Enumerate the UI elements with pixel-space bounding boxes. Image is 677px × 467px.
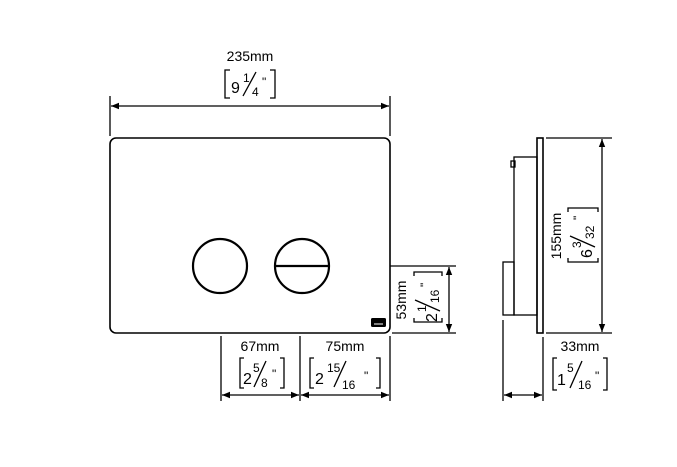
height-inch-den: 32 xyxy=(583,225,597,239)
width-inch-whole: 9 xyxy=(231,80,240,97)
dimension-depth: 33mm 1 5 16 " xyxy=(502,320,608,401)
height-inch-mark: " xyxy=(571,216,585,220)
depth-mm-label: 33mm xyxy=(561,338,600,354)
front-plate xyxy=(109,137,391,334)
width-inch-mark: " xyxy=(262,75,266,89)
dimension-button-height: 53mm 2 1 16 " xyxy=(390,265,456,334)
dimension-button-right: 75mm 2 15 16 " xyxy=(301,338,389,399)
width-inch-num: 1 xyxy=(243,71,250,85)
button-height-mm-label: 53mm xyxy=(393,281,409,320)
height-inch-num: 3 xyxy=(570,241,584,248)
button-height-inch-whole: 2 xyxy=(424,313,441,322)
depth-inch-mark: " xyxy=(595,369,599,383)
button-right-inch-num: 15 xyxy=(327,361,341,375)
width-mm-label: 235mm xyxy=(227,48,274,64)
button-height-inch-num: 1 xyxy=(415,305,429,312)
dimension-width: 235mm 9 1 4 " xyxy=(109,48,391,136)
button-left-inch-whole: 2 xyxy=(243,371,252,388)
side-view xyxy=(502,137,544,334)
button-height-inch-den: 16 xyxy=(428,289,442,303)
button-right-inch-whole: 2 xyxy=(315,371,324,388)
button-left-inch-mark: " xyxy=(272,367,276,381)
button-left-inch-num: 5 xyxy=(253,361,260,375)
button-left-mm-label: 67mm xyxy=(241,338,280,354)
half-flush-button xyxy=(191,237,249,295)
button-left-inch-den: 8 xyxy=(261,376,268,390)
dimension-height: 155mm 6 3 32 " xyxy=(546,137,612,334)
button-right-inch-den: 16 xyxy=(342,378,356,392)
width-inch-den: 4 xyxy=(252,85,259,99)
height-inch-whole: 6 xyxy=(579,249,596,258)
button-height-inch-mark: " xyxy=(418,283,432,287)
dimension-button-left: 67mm 2 5 8 " xyxy=(220,336,391,401)
sensor-indicator xyxy=(371,318,386,327)
full-flush-button xyxy=(273,237,331,295)
button-right-inch-mark: " xyxy=(364,369,368,383)
button-right-mm-label: 75mm xyxy=(326,338,365,354)
depth-inch-num: 5 xyxy=(567,361,574,375)
height-mm-label: 155mm xyxy=(548,213,564,260)
depth-inch-den: 16 xyxy=(578,378,592,392)
depth-inch-whole: 1 xyxy=(557,372,566,389)
